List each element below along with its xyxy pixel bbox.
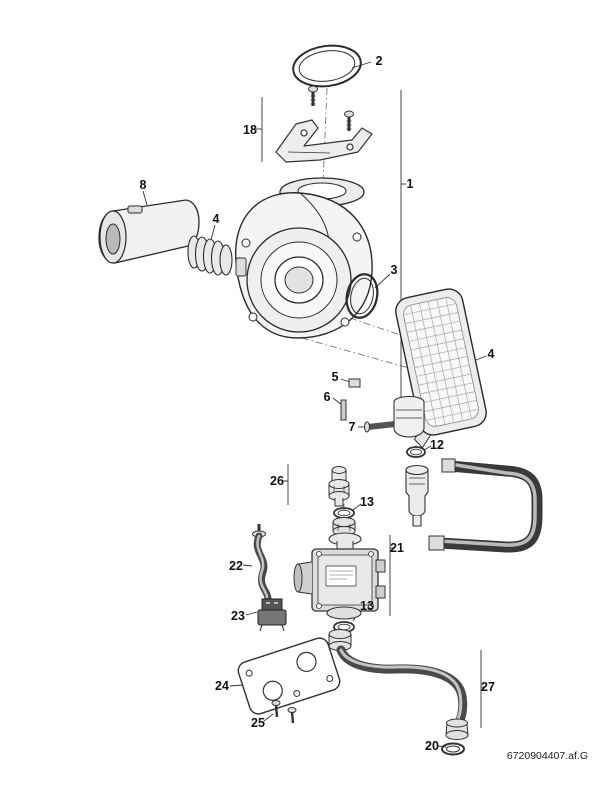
venturi xyxy=(364,395,425,438)
fan-housing xyxy=(234,177,373,339)
screws-25 xyxy=(271,700,297,724)
o-ring xyxy=(345,273,379,319)
electrical-connector xyxy=(257,598,287,632)
pipe-27 xyxy=(328,629,469,740)
flange-screws xyxy=(308,85,354,131)
clip-5 xyxy=(348,378,361,388)
document-id: 6720904407.af.G xyxy=(506,750,588,762)
valve-cartridge xyxy=(405,464,429,527)
clamp-ring xyxy=(292,44,362,88)
gasket-plate xyxy=(237,637,341,715)
muffler xyxy=(98,199,200,264)
pipe-22 xyxy=(252,524,272,602)
fitting-26 xyxy=(328,466,350,507)
gas-valve xyxy=(293,532,386,620)
nut-20 xyxy=(441,742,465,756)
pin-6 xyxy=(340,399,347,421)
seal-ring-12 xyxy=(406,446,426,458)
u-pipe xyxy=(428,458,543,553)
mounting-bracket xyxy=(275,119,373,163)
bellows-coupling xyxy=(187,235,233,276)
